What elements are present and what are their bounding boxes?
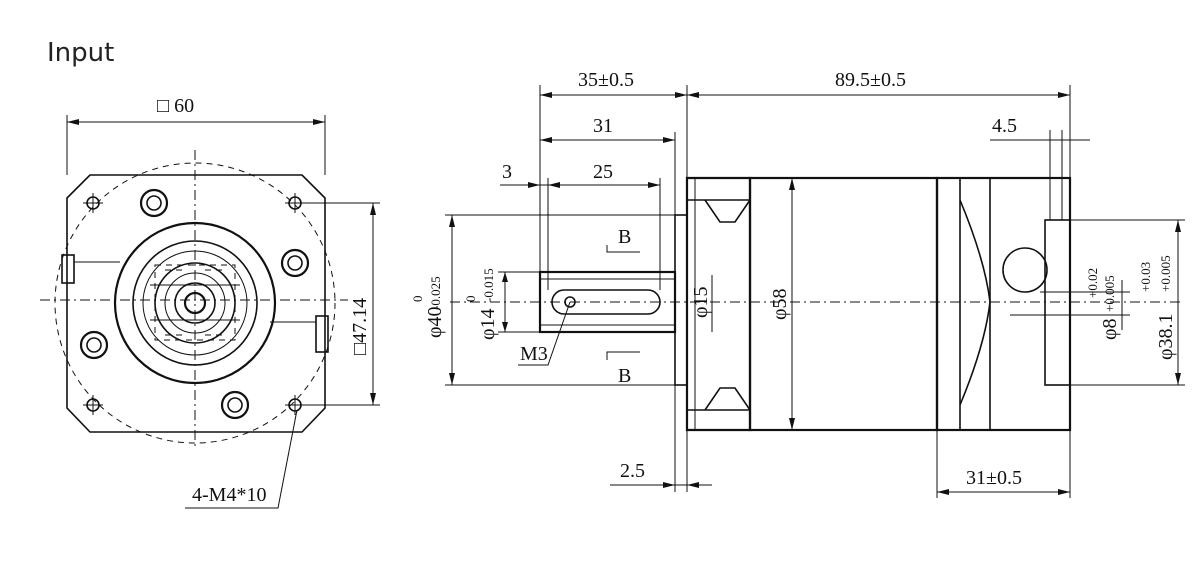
clamp-screw-hole <box>1002 247 1048 293</box>
dim-d8-tol-lower: +0.005 <box>1102 275 1117 312</box>
dim-d40-tol-upper: 0 <box>410 296 425 303</box>
dim-m3-label: M3 <box>520 343 548 365</box>
section-b-bottom-label: B <box>618 365 631 387</box>
shaft-shoulder <box>674 214 688 386</box>
dim-flange-label: □ 60 <box>157 95 194 117</box>
view-title: Input <box>47 38 115 68</box>
dim-bolt-square-label: □47.14 <box>349 298 371 355</box>
dim-d40-label: φ40 <box>424 306 446 338</box>
dim-25-label: 25 <box>593 161 613 183</box>
front-view: □ 60 □47.14 4-M4*10 <box>40 95 380 509</box>
m3-hole <box>564 296 576 308</box>
dim-d14-tol-upper: 0 <box>463 296 478 303</box>
dim-89-label: 89.5±0.5 <box>835 69 906 91</box>
flange-outline <box>66 174 326 433</box>
dim-d38-tol-upper: +0.03 <box>1138 262 1153 292</box>
dim-2-5-label: 2.5 <box>620 460 645 482</box>
body-circle-4 <box>154 262 236 344</box>
dim-31-label: 31 <box>593 115 613 137</box>
hub-circle <box>174 282 216 324</box>
callout-holes-label: 4-M4*10 <box>192 484 266 506</box>
screw-3 <box>79 330 109 360</box>
outer-body-circle <box>113 221 277 385</box>
bolt-circle <box>54 162 336 444</box>
m3-leader <box>518 301 571 366</box>
dim-d40-tol-lower: -0.025 <box>428 276 443 310</box>
dim-d14-tol-lower: -0.015 <box>481 268 496 302</box>
dim-d8-tol-upper: +0.02 <box>1085 268 1100 298</box>
side-view: 35±0.5 89.5±0.5 31 4.5 3 25 B B φ40 <box>410 69 1185 498</box>
dim-d8-label: φ8 <box>1099 318 1121 340</box>
dim-d14-label: φ14 <box>477 308 499 340</box>
section-b-top-mark <box>606 245 640 253</box>
dim-4-5-label: 4.5 <box>992 115 1017 137</box>
screw-1 <box>139 188 169 218</box>
dim-d38-tol-lower: +0.005 <box>1158 255 1173 292</box>
body-circle-2 <box>132 240 258 366</box>
body-circle-5 <box>164 272 226 334</box>
section-b-top-label: B <box>618 226 631 248</box>
dim-31-05-label: 31±0.5 <box>966 467 1022 489</box>
clamp-tab-right <box>315 315 329 353</box>
dim-d58-label: φ58 <box>769 288 791 320</box>
dim-d15-label: φ15 <box>690 286 712 318</box>
callout-leader <box>185 409 298 509</box>
input-bore <box>1044 219 1071 386</box>
dim-35-label: 35±0.5 <box>578 69 634 91</box>
dim-d38-label: φ38.1 <box>1155 313 1177 360</box>
clamp-detail <box>154 264 236 341</box>
clamp-tab-left <box>61 254 75 284</box>
bore-circle <box>183 291 207 315</box>
screw-4 <box>220 390 250 420</box>
dim-3-label: 3 <box>502 161 512 183</box>
section-b-bottom-mark <box>606 351 640 360</box>
screw-2 <box>280 248 310 278</box>
body-circle-3 <box>142 250 248 356</box>
key-slot <box>551 289 661 315</box>
